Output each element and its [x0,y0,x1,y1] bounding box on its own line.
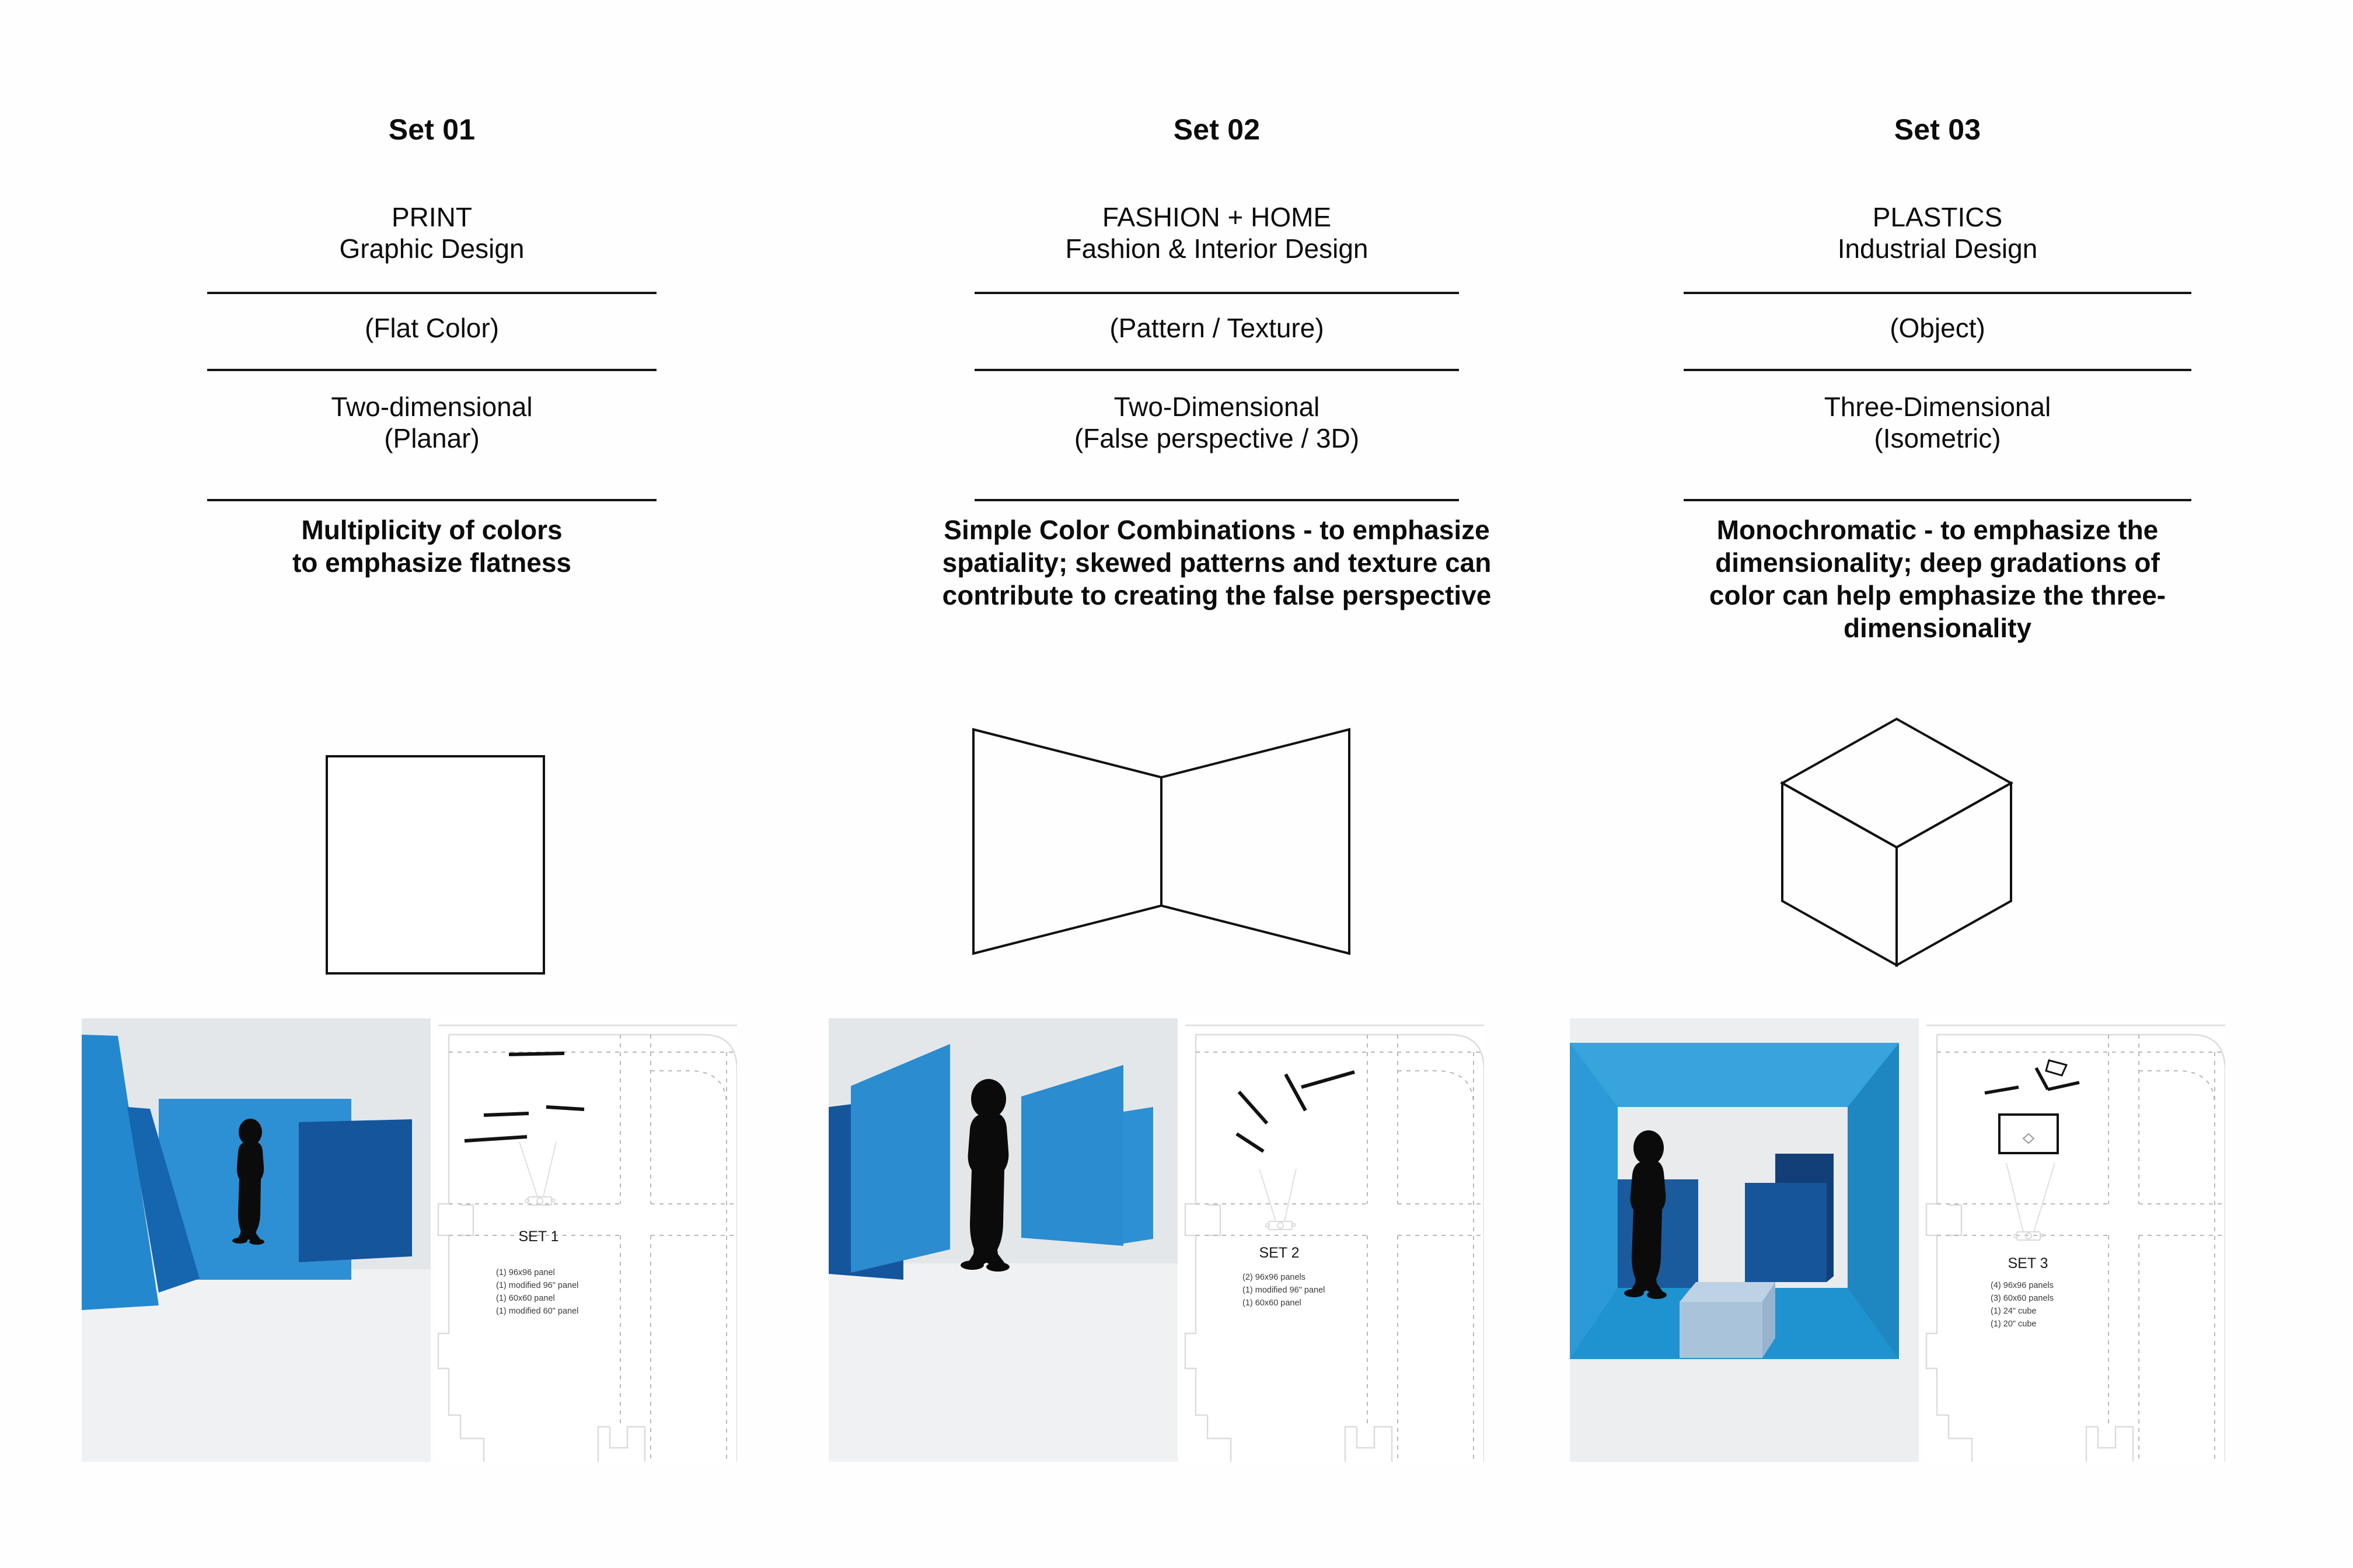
svg-text:(2) 96x96 panels: (2) 96x96 panels [1242,1273,1305,1282]
svg-text:(1) 60x60 panel: (1) 60x60 panel [496,1294,555,1303]
camera-icon [2013,1231,2044,1241]
discipline-block-02: FASHION + HOME Fashion & Interior Design [858,201,1576,265]
set-floorplan-03: SET 3 (4) 96x96 panels (3) 60x60 panels … [1923,1018,2225,1462]
plan-title-01: SET 1 [518,1228,558,1245]
description-block-02: Simple Color Combinations - to emphasize… [858,514,1576,612]
description-line: contribute to creating the false perspec… [942,580,1492,611]
set-column-01: Set 01 PRINT Graphic Design (Flat Color)… [82,0,737,1568]
media-row-01: SET 1 (1) 96x96 panel (1) modified 96" p… [82,1018,741,1462]
svg-text:(1) modified 60" panel: (1) modified 60" panel [496,1307,578,1316]
plan-item-list-02: (2) 96x96 panels (1) modified 96" panel … [1242,1273,1325,1308]
divider-rule-mid-02 [975,369,1459,371]
isometric-cube-icon [1779,717,2014,968]
camera-icon [1265,1221,1296,1230]
discipline-subtitle-02: Fashion & Interior Design [1065,233,1368,264]
set-label-03: Set 03 [1894,113,1981,146]
figure-silhouette [1624,1130,1667,1299]
divider-rule-bottom-03 [1684,499,2191,501]
discipline-subtitle-01: Graphic Design [339,233,525,264]
attribute-color-01: (Flat Color) [364,313,500,343]
discipline-block-03: PLASTICS Industrial Design [1599,201,2276,265]
discipline-title-01: PRINT [392,202,472,232]
plan-title-02: SET 2 [1259,1245,1299,1261]
plan-title-03: SET 3 [2008,1255,2048,1272]
figure-silhouette [232,1119,264,1245]
attribute-dimension-03: Three-Dimensional [1824,392,2051,422]
discipline-subtitle-03: Industrial Design [1837,233,2038,264]
set-label-01: Set 01 [388,113,476,146]
set-photo-03 [1570,1018,1919,1462]
svg-text:(1) 96x96 panel: (1) 96x96 panel [496,1268,555,1277]
discipline-title-02: FASHION + HOME [1102,202,1332,232]
svg-text:(1) 20" cube: (1) 20" cube [1991,1319,2037,1329]
svg-text:(1) 24" cube: (1) 24" cube [1991,1307,2037,1316]
set-floorplan-01: SET 1 (1) 96x96 panel (1) modified 96" p… [435,1018,737,1462]
attribute-dimension-sub-03: (Isometric) [1874,423,2001,454]
attribute-dimension-sub-01: (Planar) [384,423,480,454]
attribute-color-03: (Object) [1890,313,1985,343]
divider-rule-bottom-01 [207,499,657,501]
attribute-dimension-sub-02: (False perspective / 3D) [1074,423,1360,454]
discipline-title-03: PLASTICS [1872,202,2003,232]
description-line: Simple Color Combinations - to emphasize [944,515,1490,545]
attribute-dimension-01: Two-dimensional [331,392,533,422]
description-line: Monochromatic - to emphasize the [1716,515,2159,545]
description-line: dimensionality; deep gradations of [1715,547,2160,578]
figure-silhouette [961,1079,1010,1272]
description-line: dimensionality [1843,613,2032,644]
set-photo-01 [82,1018,431,1462]
set-floorplan-02: SET 2 (2) 96x96 panels (1) modified 96" … [1182,1018,1484,1462]
discipline-block-01: PRINT Graphic Design [140,201,724,265]
bowtie-false-perspective-icon [972,728,1350,955]
attribute-dimension-02: Two-Dimensional [1113,392,1320,422]
set-column-02: Set 02 FASHION + HOME Fashion & Interior… [829,0,1576,1568]
square-outline-icon [326,755,545,975]
attribute-color-02: (Pattern / Texture) [1109,313,1324,343]
media-row-02: SET 2 (2) 96x96 panels (1) modified 96" … [829,1018,1546,1462]
attribute-dimension-block-01: Two-dimensional (Planar) [140,391,724,455]
set-label-02: Set 02 [1173,113,1261,146]
svg-text:(1) 60x60 panel: (1) 60x60 panel [1242,1298,1301,1308]
svg-text:(3) 60x60 panels: (3) 60x60 panels [1991,1294,2054,1303]
svg-text:(1) modified 96" panel: (1) modified 96" panel [1242,1286,1325,1295]
divider-rule-top-02 [975,292,1459,294]
description-line: Multiplicity of colors [301,515,563,545]
plan-item-list-03: (4) 96x96 panels (3) 60x60 panels (1) 24… [1991,1281,2054,1329]
attribute-dimension-block-03: Three-Dimensional (Isometric) [1599,391,2276,455]
description-line: color can help emphasize the three- [1709,580,2166,611]
description-block-01: Multiplicity of colors to emphasize flat… [140,514,724,579]
set-photo-02 [829,1018,1178,1462]
svg-text:(1) modified 96" panel: (1) modified 96" panel [496,1281,578,1290]
divider-rule-mid-01 [207,369,657,371]
media-row-03: SET 3 (4) 96x96 panels (3) 60x60 panels … [1570,1018,2253,1462]
plan-item-list-01: (1) 96x96 panel (1) modified 96" panel (… [496,1268,578,1316]
description-line: to emphasize flatness [292,547,572,578]
camera-icon [525,1196,556,1206]
divider-rule-bottom-02 [975,499,1459,501]
divider-rule-mid-03 [1684,369,2191,371]
description-line: spatiality; skewed patterns and texture … [942,547,1492,578]
attribute-dimension-block-02: Two-Dimensional (False perspective / 3D) [858,391,1576,455]
description-block-03: Monochromatic - to emphasize the dimensi… [1599,514,2276,644]
set-column-03: Set 03 PLASTICS Industrial Design (Objec… [1570,0,2276,1568]
svg-text:(4) 96x96 panels: (4) 96x96 panels [1991,1281,2054,1290]
divider-rule-top-01 [207,292,657,294]
divider-rule-top-03 [1684,292,2191,294]
